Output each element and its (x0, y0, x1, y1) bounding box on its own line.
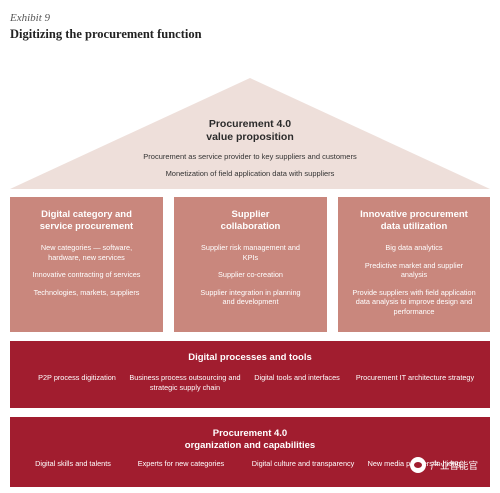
band-item: Digital tools and interfaces (254, 373, 340, 382)
band-title-line2: organization and capabilities (184, 440, 316, 451)
pillar-item: Provide suppliers with field application… (352, 287, 476, 316)
roof-title: Procurement 4.0 value proposition (110, 118, 390, 144)
pillar-title: Supplier collaboration (182, 209, 319, 233)
exhibit-label: Exhibit 9 (10, 12, 51, 24)
pillar-item: Technologies, markets, suppliers (33, 287, 140, 297)
pillar-item: Supplier co-creation (218, 270, 283, 279)
band-title-line1: Procurement 4.0 (212, 428, 288, 439)
band-title: Procurement 4.0 organization and capabil… (10, 428, 490, 452)
band-item: Procurement IT architecture strategy (355, 373, 475, 382)
band-item: P2P process digitization (38, 373, 116, 382)
watermark: 产业智能官 (410, 457, 478, 473)
pillar-supplier-collaboration: Supplier collaboration Supplier risk man… (174, 197, 327, 332)
pillar-item: Predictive market and supplier analysis (364, 260, 464, 280)
pillar-item: New categories — software, hardware, new… (40, 243, 133, 262)
pillar-data-utilization: Innovative procurement data utilization … (338, 197, 490, 332)
pillar-title-line1: Innovative procurement (360, 209, 468, 220)
pillar-item: Supplier integration in planning and dev… (200, 287, 301, 307)
watermark-text: 产业智能官 (430, 461, 478, 472)
band-item: Digital culture and transparency (251, 459, 355, 468)
pillar-item: Big data analytics (385, 243, 443, 252)
roof-item: Procurement as service provider to key s… (143, 152, 357, 161)
pillar-title-line2: collaboration (220, 221, 281, 232)
roof-title-line1: Procurement 4.0 (208, 118, 292, 130)
band-organization: Procurement 4.0 organization and capabil… (10, 417, 490, 487)
pillar-title-line1: Digital category and (41, 209, 132, 220)
roof-triangle (10, 78, 490, 189)
pillar-digital-category: Digital category and service procurement… (10, 197, 163, 332)
pillar-title-line2: service procurement (39, 221, 134, 232)
band-digital-processes: Digital processes and tools P2P process … (10, 341, 490, 408)
pillar-item: Innovative contracting of services (32, 270, 141, 279)
pillar-title-line2: data utilization (380, 221, 448, 232)
band-title: Digital processes and tools (188, 352, 312, 363)
roof-item: Monetization of field application data w… (165, 169, 335, 178)
figure-title: Digitizing the procurement function (10, 27, 202, 41)
pillar-title: Digital category and service procurement (18, 209, 155, 233)
band-item: Business process outsourcing and strateg… (129, 373, 241, 392)
pillar-item: Supplier risk management and KPIs (201, 243, 300, 262)
pillar-title: Innovative procurement data utilization (346, 209, 482, 233)
pillar-title-line1: Supplier (231, 209, 270, 220)
wechat-icon (410, 457, 427, 473)
roof-title-line2: value proposition (206, 131, 294, 143)
band-item: Experts for new categories (137, 459, 225, 468)
band-item: Digital skills and talents (35, 459, 111, 468)
roof-content: Procurement 4.0 value proposition Procur… (110, 118, 390, 179)
